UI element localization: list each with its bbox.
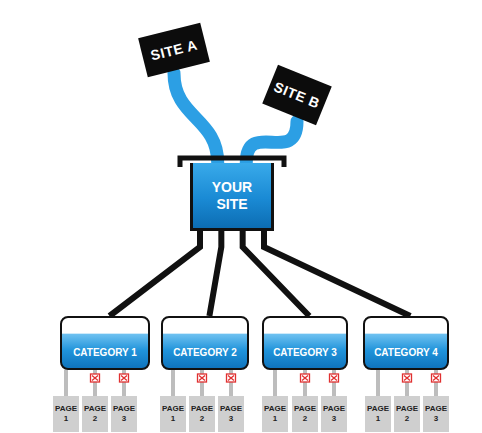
blocked-marker: [120, 374, 129, 382]
node-label: PAGE 1: [53, 404, 79, 424]
node-label: PAGE 1: [365, 404, 391, 424]
page-box: PAGE 2: [189, 396, 215, 432]
blocked-marker: [330, 374, 339, 382]
node-label: PAGE 2: [292, 404, 318, 424]
blocked-marker: [91, 374, 100, 382]
node-label: YOUR SITE: [203, 179, 261, 213]
page-pipe: [376, 370, 380, 396]
page-pipe: [303, 370, 307, 396]
blocked-marker: [403, 374, 412, 382]
page-pipe: [122, 370, 126, 396]
node-label: PAGE 1: [262, 404, 288, 424]
text-group: CATEGORY 3: [273, 347, 337, 358]
node-label: SITE B: [272, 79, 323, 112]
page-box: PAGE 2: [292, 396, 318, 432]
node-label: PAGE 3: [111, 404, 137, 424]
page-pipe: [200, 370, 204, 396]
page-box: PAGE 1: [53, 396, 79, 432]
node-label: PAGE 3: [218, 404, 244, 424]
page-box: PAGE 1: [365, 396, 391, 432]
page-pipe: [273, 370, 277, 396]
page-pipe: [93, 370, 97, 396]
page-pipe: [332, 370, 336, 396]
category-bucket: CATEGORY 3: [262, 316, 348, 370]
category-bucket: CATEGORY 2: [161, 316, 249, 370]
text-group: PAGE 3: [423, 404, 449, 424]
text-group: PAGE 2: [189, 404, 215, 424]
source-site: SITE B: [262, 65, 332, 126]
text-group: PAGE 3: [321, 404, 347, 424]
text-group: PAGE 3: [218, 404, 244, 424]
blocked-marker: [227, 374, 236, 382]
node-label: CATEGORY 4: [374, 347, 438, 358]
liquid-stream: [174, 73, 218, 163]
page-pipe: [229, 370, 233, 396]
page-pipe: [171, 370, 175, 396]
page-pipe: [64, 370, 68, 396]
text-group: YOUR SITE: [203, 179, 261, 213]
text-group: PAGE 2: [82, 404, 108, 424]
text-group: CATEGORY 2: [173, 347, 237, 358]
text-group: CATEGORY 1: [73, 347, 137, 358]
page-box: PAGE 2: [82, 396, 108, 432]
text-group: PAGE 1: [53, 404, 79, 424]
page-pipe: [434, 370, 438, 396]
text-group: CATEGORY 4: [374, 347, 438, 358]
text-group: PAGE 1: [160, 404, 186, 424]
source-site: SITE A: [138, 23, 210, 77]
text-group: PAGE 2: [292, 404, 318, 424]
page-box: PAGE 1: [262, 396, 288, 432]
node-label: PAGE 3: [423, 404, 449, 424]
pipe: [243, 231, 310, 316]
page-box: PAGE 3: [423, 396, 449, 432]
node-label: PAGE 2: [82, 404, 108, 424]
text-group: PAGE 2: [394, 404, 420, 424]
node-label: PAGE 2: [394, 404, 420, 424]
node-label: CATEGORY 3: [273, 347, 337, 358]
hub-bucket: YOUR SITE: [190, 163, 274, 231]
blocked-markers: [91, 374, 441, 382]
text-group: PAGE 3: [111, 404, 137, 424]
node-label: PAGE 3: [321, 404, 347, 424]
pipe: [110, 231, 201, 316]
page-pipe: [405, 370, 409, 396]
node-label: PAGE 2: [189, 404, 215, 424]
page-box: PAGE 1: [160, 396, 186, 432]
node-label: CATEGORY 2: [173, 347, 237, 358]
text-group: SITE A: [149, 36, 199, 63]
pipe: [264, 231, 410, 316]
node-label: CATEGORY 1: [73, 347, 137, 358]
text-group: PAGE 1: [262, 404, 288, 424]
page-box: PAGE 3: [111, 396, 137, 432]
page-box: PAGE 2: [394, 396, 420, 432]
category-bucket: CATEGORY 4: [363, 316, 449, 370]
blocked-marker: [432, 374, 441, 382]
text-group: PAGE 1: [365, 404, 391, 424]
page-box: PAGE 3: [321, 396, 347, 432]
blocked-marker: [301, 374, 310, 382]
pipe: [209, 231, 221, 316]
page-box: PAGE 3: [218, 396, 244, 432]
blocked-marker: [198, 374, 207, 382]
category-bucket: CATEGORY 1: [60, 316, 150, 370]
text-group: SITE B: [272, 79, 323, 112]
liquid-stream: [246, 121, 297, 163]
node-label: PAGE 1: [160, 404, 186, 424]
node-label: SITE A: [149, 36, 199, 63]
